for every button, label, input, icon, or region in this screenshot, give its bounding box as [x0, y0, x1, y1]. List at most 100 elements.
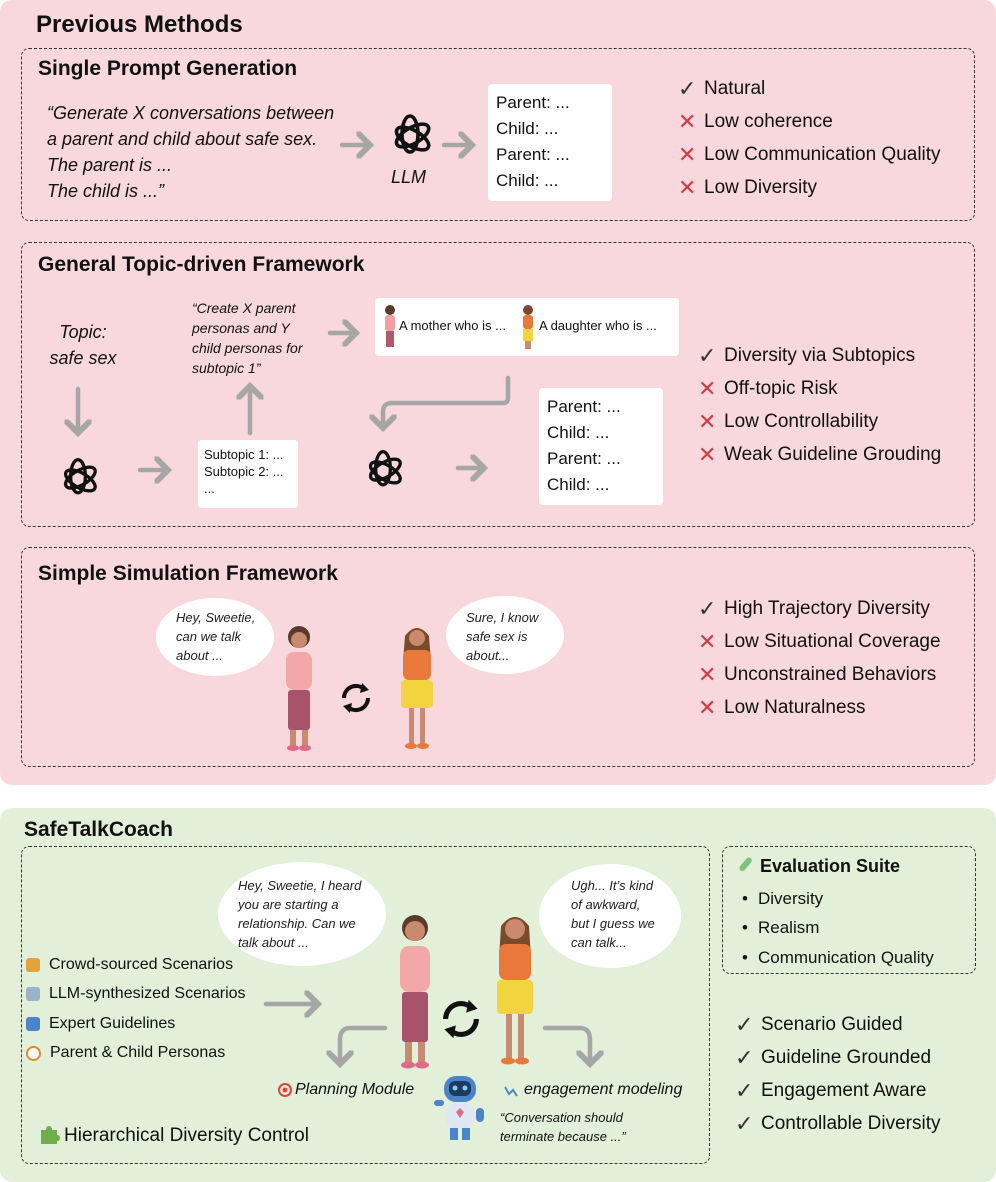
- arrow: [542, 1025, 590, 1064]
- list-item: Expert Guidelines: [26, 1009, 246, 1039]
- books-icon: [26, 1016, 40, 1031]
- scenario-input-list: Crowd-sourced Scenarios LLM-synthesized …: [26, 950, 246, 1068]
- cross-icon: ✕: [698, 628, 717, 654]
- check-icon: ✓: [678, 75, 697, 101]
- chart-line-icon: [504, 1084, 518, 1098]
- prop-item: ✕Off-topic Risk: [698, 375, 838, 401]
- topic-framework-section: [21, 242, 975, 527]
- parent-bubble-text: Hey, Sweetie, can we talk about ...: [176, 610, 256, 663]
- subtopic-card: Subtopic 1: ... Subtopic 2: ... ...: [198, 440, 298, 508]
- safetalkcoach-props-list: ✓Scenario Guided ✓Guideline Grounded ✓En…: [735, 1008, 941, 1140]
- check-icon: ✓: [735, 1077, 754, 1103]
- list-item: •Diversity: [742, 888, 824, 908]
- cross-icon: ✕: [698, 375, 717, 401]
- speech-bubble-child: [446, 596, 564, 674]
- evaluation-suite-box: [722, 846, 976, 974]
- planning-module-label: Planning Module: [295, 1081, 415, 1098]
- topic-convo-card: Parent: ... Child: ... Parent: ... Child…: [539, 388, 663, 505]
- topic-framework-title: General Topic-driven Framework: [38, 253, 365, 276]
- check-icon: ✓: [735, 1011, 754, 1037]
- cross-icon: ✕: [678, 174, 697, 200]
- check-icon: ✓: [735, 1044, 754, 1070]
- mother-figure: [276, 622, 322, 754]
- llm-icon: [385, 112, 435, 162]
- mother-figure: [390, 910, 440, 1072]
- single-prompt-text: “Generate X conversations between a pare…: [47, 103, 335, 201]
- persona-prompt-text: “Create X parent personas and Y child pe…: [192, 300, 303, 376]
- list-item: LLM-synthesized Scenarios: [26, 980, 246, 1010]
- list-item: Crowd-sourced Scenarios: [26, 950, 246, 980]
- mother-figure-icon: [381, 303, 399, 351]
- simple-simulation-section: [21, 547, 975, 767]
- cross-icon: ✕: [698, 441, 717, 467]
- prop-item: ✕Low Diversity: [678, 174, 817, 200]
- safetalkcoach-pipeline: [21, 846, 710, 1164]
- daughter-persona-text: A daughter who is ...: [539, 318, 657, 333]
- topic-props-list: ✓Diversity via Subtopics ✕Off-topic Risk…: [698, 339, 941, 471]
- single-convo-card: Parent: ... Child: ... Parent: ... Child…: [488, 84, 612, 201]
- prop-item: ✓Scenario Guided: [735, 1011, 903, 1037]
- terminate-quote: “Conversation should terminate because .…: [500, 1110, 626, 1144]
- list-item: •Realism: [742, 918, 820, 938]
- hierarchical-diversity-label: Hierarchical Diversity Control: [64, 1125, 309, 1146]
- prop-item: ✓Guideline Grounded: [735, 1044, 932, 1070]
- llm-icon: [360, 448, 406, 494]
- robot-icon: [428, 1070, 492, 1144]
- prop-item: ✕Low Situational Coverage: [698, 628, 941, 654]
- list-item: Parent & Child Personas: [26, 1039, 246, 1069]
- prop-item: ✕Unconstrained Behaviors: [698, 661, 937, 687]
- daughter-figure: [490, 910, 540, 1070]
- refresh-cycle-icon: [438, 996, 484, 1042]
- child-bubble-text: Ugh... It’s kind of awkward, but I guess…: [571, 878, 655, 950]
- refresh-cycle-icon: [338, 680, 374, 716]
- prop-item: ✕Weak Guideline Grouding: [698, 441, 942, 467]
- speech-bubble-parent: [156, 598, 274, 676]
- people-icon: [26, 957, 40, 972]
- simple-simulation-title: Simple Simulation Framework: [38, 562, 338, 585]
- compass-icon: [26, 1045, 41, 1061]
- daughter-figure: [395, 622, 439, 754]
- prop-item: ✕Low Naturalness: [698, 694, 866, 720]
- prop-item: ✓Natural: [678, 75, 766, 101]
- single-prompt-section: [21, 48, 975, 221]
- engagement-modeling-label: engagement modeling: [524, 1081, 683, 1098]
- llm-icon: [55, 456, 101, 502]
- puzzle-icon: [38, 1124, 60, 1146]
- cross-icon: ✕: [698, 408, 717, 434]
- cross-icon: ✕: [698, 694, 717, 720]
- single-props-list: ✓Natural ✕Low coherence ✕Low Communicati…: [678, 72, 941, 204]
- parent-bubble-text: Hey, Sweetie, I heard you are starting a…: [238, 878, 362, 950]
- cross-icon: ✕: [678, 141, 697, 167]
- speech-bubble-child: [539, 864, 681, 968]
- prop-item: ✕Low Communication Quality: [678, 141, 941, 167]
- safetalkcoach-title: SafeTalkCoach: [24, 818, 173, 841]
- daughter-figure-icon: [519, 303, 537, 351]
- evaluation-suite-title: Evaluation Suite: [760, 856, 901, 876]
- mother-persona-text: A mother who is ...: [399, 318, 506, 333]
- previous-methods-title: Previous Methods: [36, 11, 243, 38]
- document-icon: [26, 987, 40, 1002]
- speech-bubble-parent: [218, 862, 386, 966]
- child-bubble-text: Sure, I know safe sex is about...: [466, 610, 539, 663]
- single-prompt-title: Single Prompt Generation: [38, 57, 298, 80]
- llm-label: LLM: [391, 167, 427, 187]
- check-icon: ✓: [698, 595, 717, 621]
- target-icon: [278, 1083, 292, 1097]
- simple-props-list: ✓High Trajectory Diversity ✕Low Situatio…: [698, 592, 941, 724]
- arrow: [340, 1025, 388, 1064]
- topic-label: Topic: safe sex: [49, 322, 117, 368]
- prop-item: ✕Low Controllability: [698, 408, 879, 434]
- prop-item: ✓Controllable Diversity: [735, 1110, 941, 1136]
- check-icon: ✓: [735, 1110, 754, 1136]
- check-icon: ✓: [698, 342, 717, 368]
- list-item: •Communication Quality: [742, 947, 934, 967]
- evaluation-items: •Diversity •Realism •Communication Quali…: [742, 884, 934, 973]
- prop-item: ✕Low coherence: [678, 108, 833, 134]
- cross-icon: ✕: [698, 661, 717, 687]
- test-tube-icon: [736, 856, 754, 874]
- prop-item: ✓Engagement Aware: [735, 1077, 927, 1103]
- prop-item: ✓High Trajectory Diversity: [698, 595, 930, 621]
- prop-item: ✓Diversity via Subtopics: [698, 342, 916, 368]
- cross-icon: ✕: [678, 108, 697, 134]
